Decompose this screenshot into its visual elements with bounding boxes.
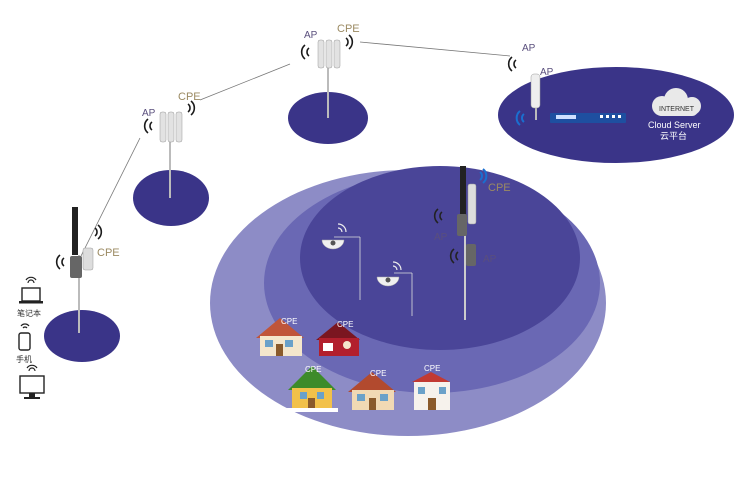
tower-3-panel-a xyxy=(317,39,325,69)
house-cpe-label: CPE xyxy=(370,369,386,378)
wifi-icon xyxy=(433,208,443,224)
tower-3-cpe-label: CPE xyxy=(337,23,360,35)
main-tower-cpe-label: CPE xyxy=(488,182,511,194)
tower-2-ap-label: AP xyxy=(142,108,156,119)
tower-1-unit xyxy=(70,256,82,278)
tower-2-cpe-label: CPE xyxy=(178,91,201,103)
link-line-3 xyxy=(359,41,511,57)
main-tower-ap-label-2: AP xyxy=(483,254,497,265)
internet-label: INTERNET xyxy=(659,106,695,113)
wifi-icon xyxy=(345,34,354,50)
main-tower-ap-unit-2 xyxy=(466,244,476,266)
cloud-platform-label: 云平台 xyxy=(660,130,687,142)
phone-icon xyxy=(18,323,31,351)
wifi-icon xyxy=(187,100,196,116)
wifi-icon xyxy=(449,248,459,264)
main-tower-ap-unit-1 xyxy=(457,214,467,236)
cloud-server-label: Cloud Server xyxy=(648,120,701,130)
tower-3-panel-b xyxy=(325,39,333,69)
laptop-label: 笔记本 xyxy=(17,308,41,318)
wifi-icon xyxy=(507,56,517,72)
phone-label: 手机 xyxy=(16,354,32,364)
tower-3-panel-c xyxy=(333,39,341,69)
tower-1-cpe-label: CPE xyxy=(97,247,120,259)
main-tower-ap-label-1: AP xyxy=(434,232,448,243)
house-icon: CPE xyxy=(412,364,450,410)
house-cpe-label: CPE xyxy=(281,317,297,326)
tower-2: AP CPE xyxy=(142,91,201,198)
link-line-1 xyxy=(77,137,141,263)
tower-3: AP CPE xyxy=(300,23,360,118)
main-ap-tower: CPE AP AP xyxy=(433,166,511,320)
wifi-icon xyxy=(479,168,488,184)
desktop-monitor-icon xyxy=(19,364,45,399)
wifi-icon xyxy=(55,254,65,270)
main-tower-antenna xyxy=(460,166,466,216)
link-line-2 xyxy=(199,63,291,101)
tower-2-panel-b xyxy=(167,111,175,143)
tower-2-panel-a xyxy=(159,111,167,143)
relay-disc-1 xyxy=(44,310,120,362)
house-icon: CPE xyxy=(286,365,338,412)
tower-4-ap-label-right: AP xyxy=(540,67,554,78)
tower-2-panel-c xyxy=(175,111,183,143)
house-icon: CPE xyxy=(348,369,396,410)
tower-3-ap-label: AP xyxy=(304,30,318,41)
tower-4-ap-label-top: AP xyxy=(522,43,536,54)
camera-icon xyxy=(376,261,413,316)
house-cpe-label: CPE xyxy=(424,364,440,373)
coverage-inner xyxy=(300,166,580,350)
tower-4-panel xyxy=(530,73,541,109)
house-cpe-label: CPE xyxy=(337,320,353,329)
camera-icon xyxy=(321,223,361,300)
tower-1-antenna xyxy=(72,207,78,255)
house-icon: CPE xyxy=(256,317,304,356)
laptop-icon xyxy=(19,276,43,304)
wifi-icon xyxy=(94,224,103,240)
house-icon: CPE xyxy=(316,320,360,356)
main-tower-cpe-panel xyxy=(467,183,477,225)
internet-cloud-icon: INTERNET xyxy=(652,88,701,116)
wifi-icon xyxy=(515,110,525,126)
house-cpe-label: CPE xyxy=(305,365,321,374)
tower-1: CPE xyxy=(55,207,120,333)
tower-1-cpe-panel xyxy=(82,247,94,271)
wifi-icon xyxy=(143,118,153,134)
tower-4: AP AP xyxy=(507,43,626,126)
wifi-icon xyxy=(300,44,310,60)
